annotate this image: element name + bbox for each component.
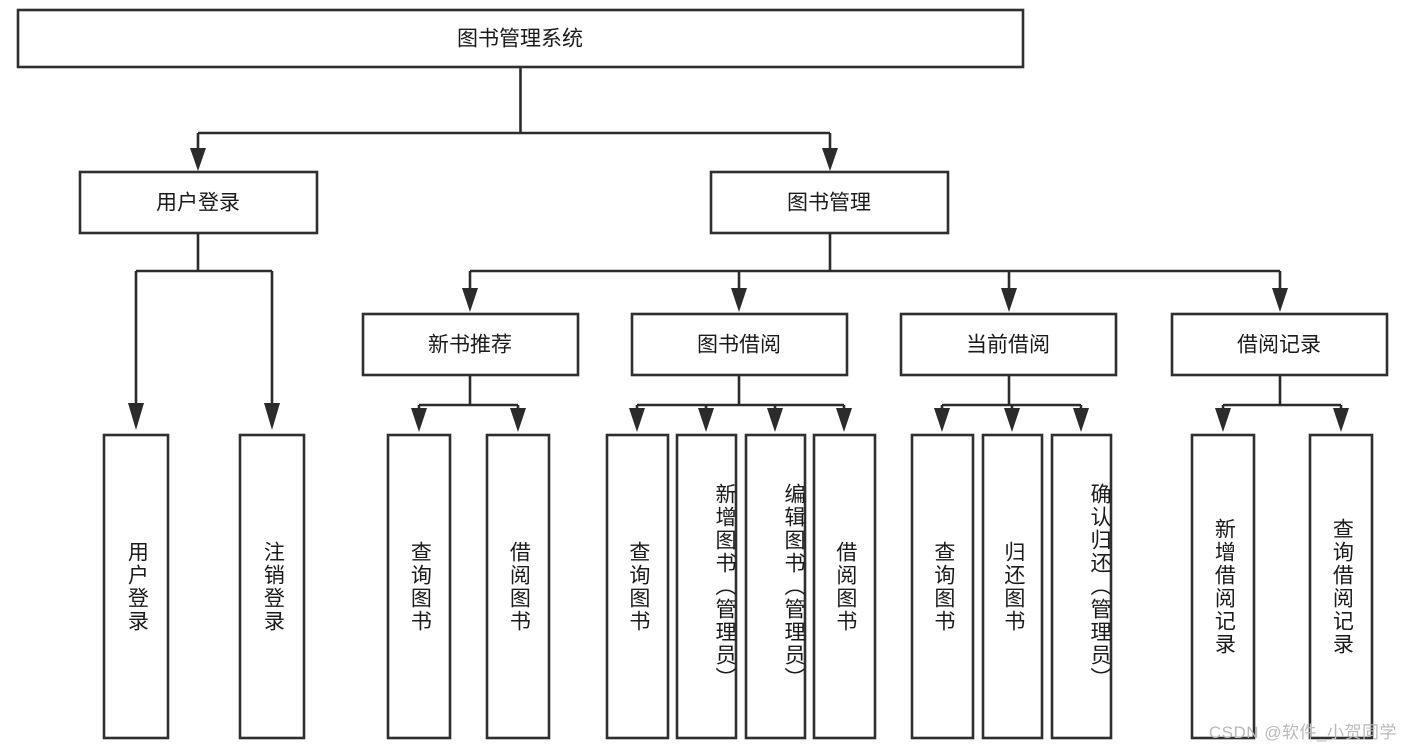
arrowhead-book-management [822,148,838,171]
node-new-book-recommend-label: 新书推荐 [428,334,512,357]
node-book-borrow[interactable]: 图书借阅 [630,312,849,377]
arrowhead-leaf-user-login [128,403,144,430]
arrowhead-leaf-add-record [1215,408,1231,432]
arrowhead-leaf-return-book [1004,408,1020,432]
node-leaf-borrow-book-1-box[interactable] [485,433,551,740]
node-leaf-query-book-1-box[interactable] [386,433,452,740]
arrowhead-leaf-query-book-3 [934,408,950,432]
arrowhead-leaf-query-book-2 [629,408,645,432]
node-root-label: 图书管理系统 [457,28,583,51]
node-leaf-query-book-3-box[interactable] [910,433,975,740]
node-leaf-borrow-book-2-box[interactable] [812,433,877,740]
node-current-borrow-box[interactable] [899,312,1118,377]
arrowhead-leaf-add-book [698,408,714,432]
node-current-borrow-label: 当前借阅 [966,334,1050,357]
arrowhead-user-login [190,148,206,171]
node-borrow-record[interactable]: 借阅记录 [1170,312,1389,377]
node-new-book-recommend-box[interactable] [361,312,580,377]
arrowhead-new-book-recommend [462,288,478,312]
node-book-management-label: 图书管理 [787,192,871,215]
node-user-login-box[interactable] [78,170,319,235]
node-book-borrow-box[interactable] [630,312,849,377]
node-leaf-edit-book-box[interactable] [744,433,807,740]
node-root[interactable]: 图书管理系统 [16,8,1025,69]
node-book-management[interactable]: 图书管理 [709,170,950,235]
node-new-book-recommend[interactable]: 新书推荐 [361,312,580,377]
node-leaf-logout-login-box[interactable] [238,433,306,740]
arrowhead-current-borrow [1001,288,1017,312]
node-leaf-user-login-box[interactable] [102,433,170,740]
arrowhead-leaf-logout-login [264,403,280,430]
node-leaf-add-book-box[interactable] [675,433,738,740]
arrowhead-leaf-edit-book [767,408,783,432]
arrowhead-leaf-query-record [1333,408,1349,432]
node-root-box[interactable] [16,8,1025,69]
watermark-text: CSDN @软件_小贺同学 [1208,723,1397,742]
connector-group [128,67,1349,432]
arrowhead-borrow-record [1272,288,1288,312]
node-leaf-return-book-box[interactable] [981,433,1044,740]
node-book-borrow-label: 图书借阅 [697,334,781,357]
node-user-login-label: 用户登录 [156,192,240,215]
arrowhead-leaf-borrow-book-2 [836,408,852,432]
node-leaf-add-record-box[interactable] [1190,433,1256,740]
node-current-borrow[interactable]: 当前借阅 [899,312,1118,377]
arrowhead-leaf-query-book-1 [411,408,427,432]
node-user-login[interactable]: 用户登录 [78,170,319,235]
arrowhead-book-borrow [731,288,747,312]
arrowhead-leaf-borrow-book-1 [510,408,526,432]
node-borrow-record-label: 借阅记录 [1237,334,1321,357]
leaf-box-group [102,433,1374,740]
node-leaf-confirm-return-box[interactable] [1050,433,1113,740]
node-leaf-query-book-2-box[interactable] [605,433,670,740]
node-book-management-box[interactable] [709,170,950,235]
arrowhead-leaf-confirm-return [1073,408,1089,432]
node-borrow-record-box[interactable] [1170,312,1389,377]
node-leaf-query-record-box[interactable] [1308,433,1374,740]
